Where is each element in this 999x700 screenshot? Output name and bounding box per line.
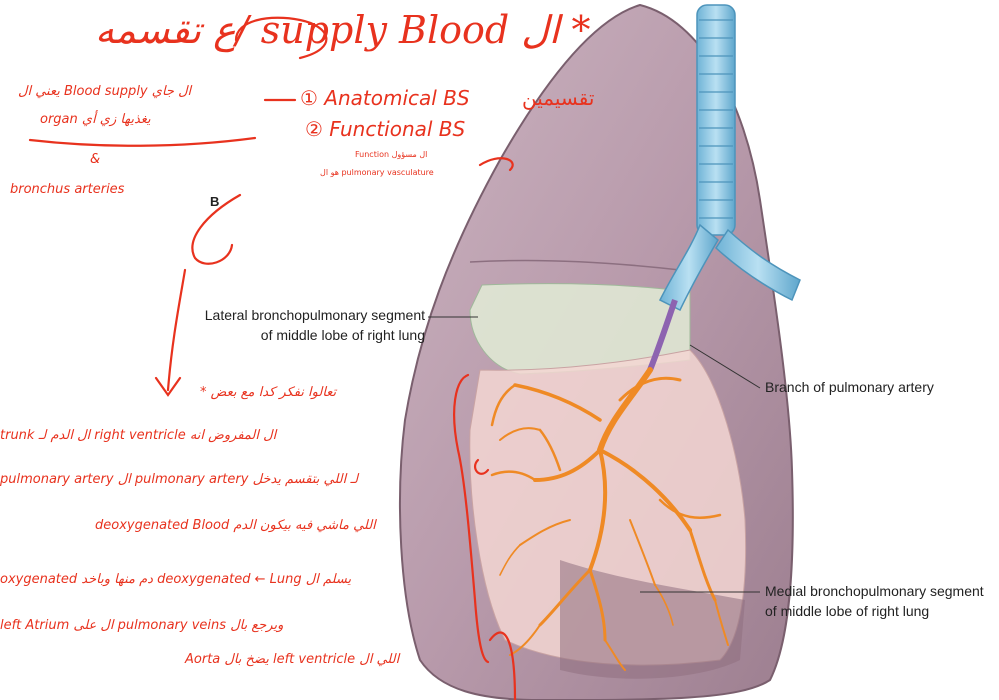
handwritten-line-3: pulmonary artery ال pulmonary artery لـ …: [0, 472, 358, 487]
handwritten-left-note-2: organ يغذيها زي أي: [40, 112, 151, 127]
handwritten-subtitle: تقسيمين: [522, 86, 594, 110]
handwritten-line-7: Aorta يضخ بال left ventricle اللي ال: [185, 652, 399, 667]
handwritten-item-functional: ② Functional BS: [305, 117, 465, 141]
handwritten-line-5: oxygenated دم منها وباخد deoxygenated ← …: [0, 572, 351, 587]
medial-segment-label-line1: Medial bronchopulmonary segment: [765, 582, 984, 601]
handwritten-title: * ال supply Blood /ع تقسمه: [95, 8, 591, 52]
branch-pulmonary-artery-label: Branch of pulmonary artery: [765, 378, 934, 397]
handwritten-left-note-3: &: [90, 152, 100, 167]
figure-letter: B: [210, 192, 219, 211]
handwritten-line-2: trunk ال الدم لـ right ventricle ال المف…: [0, 428, 276, 443]
medial-segment-label-line2: of middle lobe of right lung: [765, 602, 929, 621]
handwritten-note-small-2: هو ال pulmonary vasculature: [320, 168, 434, 177]
lateral-segment-label-line2: of middle lobe of right lung: [150, 326, 425, 345]
handwritten-item-anatomical: ① Anatomical BS: [300, 86, 470, 110]
handwritten-note-small-1: Function ال مسؤول: [355, 150, 427, 159]
handwritten-left-note-1: يعني ال Blood supply ال جاي: [18, 84, 191, 99]
handwritten-line-6: left Atrium ال على pulmonary veins ويرجع…: [0, 618, 283, 633]
handwritten-left-note-4: bronchus arteries: [10, 182, 124, 197]
lateral-segment-label-line1: Lateral bronchopulmonary segment: [150, 306, 425, 325]
handwritten-line-4: deoxygenated Blood اللي ماشي فيه بيكون ا…: [95, 518, 376, 533]
handwritten-line-1: * تعالوا نفكر كدا مع بعض: [200, 385, 336, 400]
